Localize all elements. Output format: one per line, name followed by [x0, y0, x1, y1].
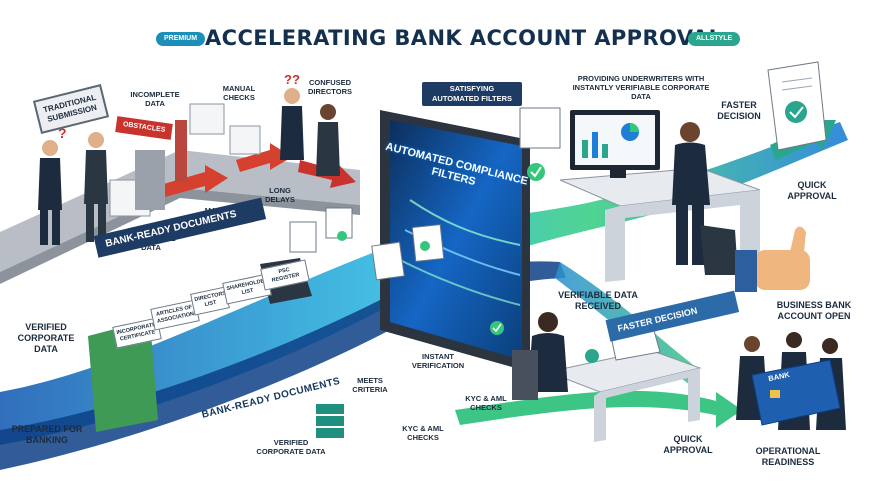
thumbs-up-icon — [735, 226, 810, 292]
long-delays-label: LONG DELAYS — [265, 186, 295, 204]
red-arrow — [160, 165, 228, 197]
checkmark-icon — [337, 231, 347, 241]
underwriter-figure — [672, 122, 738, 275]
satisfying-filters-label: SATISFYING AUTOMATED FILTERS — [422, 82, 522, 106]
incomplete-data-top-label: INCOMPLETE DATA — [130, 90, 180, 108]
underwriter-desk — [559, 110, 761, 282]
compliance-tablet — [380, 110, 530, 372]
instant-verification-label: INSTANT VERIFICATION — [411, 352, 465, 370]
prepared-for-banking-label: PREPARED FOR BANKING — [11, 424, 83, 445]
allstyle-badge: ALLSTYLE — [688, 32, 741, 46]
checkmark-icon — [420, 241, 430, 251]
faster-decision-top-label: FASTER DECISION — [717, 100, 761, 121]
providing-underwriters-label: PROVIDING UNDERWRITERS WITH INSTANTLY VE… — [572, 74, 710, 101]
question-mark-icon: ?? — [284, 72, 300, 87]
confused-businessmen: ? ?? — [38, 72, 340, 245]
green-arrow-bottom — [455, 390, 720, 425]
verified-corporate-data-left-label: VERIFIED CORPORATE DATA — [17, 322, 75, 354]
verifiable-data-received-label: VERIFIABLE DATA RECEIVED — [558, 290, 638, 311]
operational-readiness-label: OPERATIONAL READINESS — [755, 446, 821, 467]
paper-stacks — [109, 103, 261, 217]
checkmark-documents — [289, 107, 561, 281]
meets-criteria-label: MEETS CRITERIA — [352, 376, 388, 394]
server-stack — [316, 404, 344, 414]
red-arrow — [236, 143, 292, 172]
question-mark-icon: ? — [58, 125, 67, 141]
quick-approval-bottom-label: QUICK APPROVAL — [663, 434, 713, 455]
quick-approval-top-label: QUICK APPROVAL — [787, 180, 837, 201]
premium-badge: PREMIUM — [156, 32, 206, 46]
verification-desk — [512, 312, 702, 442]
confused-directors-label: CONFUSED DIRECTORS — [307, 78, 353, 96]
page-title: ACCELERATING BANK ACCOUNT APPROVAL — [205, 26, 723, 50]
stamp-icon — [585, 349, 599, 363]
road — [0, 150, 360, 272]
kyc-aml-right-label: KYC & AML CHECKS — [465, 394, 507, 412]
manual-checks-top-label: MANUAL CHECKS — [222, 84, 256, 102]
bank-card-icon — [751, 359, 841, 426]
award-document-icon — [767, 61, 827, 151]
business-account-open-label: BUSINESS BANK ACCOUNT OPEN — [776, 300, 852, 321]
kyc-aml-bottom-label: KYC & AML CHECKS — [402, 424, 444, 442]
business-team — [736, 332, 846, 430]
verified-corporate-data-bottom-label: VERIFIED CORPORATE DATA — [256, 438, 326, 456]
